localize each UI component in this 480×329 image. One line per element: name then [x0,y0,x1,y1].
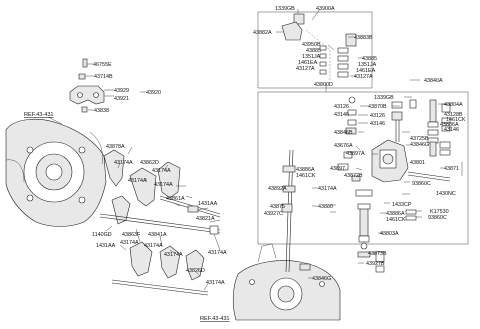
label-43886A-c[interactable]: 43886A [386,211,405,217]
label-43804A[interactable]: 43804A [444,102,463,108]
label-43846G-b[interactable]: 43846G [312,276,331,282]
label-43872B[interactable]: 43872B [344,173,363,179]
label-43676A[interactable]: 43676A [334,143,353,149]
label-K17530[interactable]: K17530 [430,209,449,215]
upper-right-group-box [257,11,373,89]
label-43174A-1[interactable]: 43174A [114,160,133,166]
misc-fasteners [299,96,451,273]
leader-lines [105,8,463,291]
select-lever-parts [281,13,357,78]
label-43897[interactable]: 43897 [330,166,345,172]
label-43871[interactable]: 43871 [444,166,459,172]
label-43883B[interactable]: 43883B [354,35,373,41]
label-1461EA-b[interactable]: 1461EA [356,68,376,74]
label-43127A-b[interactable]: 43127A [354,74,373,80]
label-43174A-5[interactable]: 43174A [120,240,139,246]
label-43174A-2[interactable]: 43174A [152,168,171,174]
label-1339GB-right[interactable]: 1339GB [374,95,394,101]
label-43174A-right[interactable]: 43174A [318,186,337,192]
shift-control-housing [371,99,451,183]
label-43875[interactable]: 43875 [270,204,285,210]
transaxle-housing [232,243,341,321]
label-43878A[interactable]: 43878A [106,144,125,150]
label-43885-a[interactable]: 43885 [306,48,321,54]
label-43146-c[interactable]: 43146 [444,127,459,133]
label-43725B[interactable]: 43725B [410,136,429,142]
label-43174A-6[interactable]: 43174A [144,243,163,249]
label-43885-b[interactable]: 43885 [362,56,377,62]
label-43174A-8[interactable]: 43174A [208,250,227,256]
label-43841A[interactable]: 43841A [148,232,167,238]
part-labels: 1339GB 43900A 43882A 43883B 43950B 43885… [24,6,466,322]
label-43146-a[interactable]: 43146 [334,112,349,118]
label-1461CK-c[interactable]: 1461CK [386,217,406,223]
label-1140GD[interactable]: 1140GD [92,232,112,238]
label-43861A[interactable]: 43861A [166,196,185,202]
label-43801[interactable]: 43801 [410,160,425,166]
label-43146-b[interactable]: 43146 [370,121,385,127]
label-43846B[interactable]: 43846B [334,130,353,136]
label-43127A-a[interactable]: 43127A [296,66,315,72]
label-43800D[interactable]: 43800D [314,82,333,88]
label-43880[interactable]: 43880 [318,204,333,210]
label-43920[interactable]: 43920 [146,90,161,96]
label-1351JA-b[interactable]: 1351JA [358,62,377,68]
label-43174A-9[interactable]: 43174A [206,280,225,286]
label-43886A-b[interactable]: 43886A [296,167,315,173]
label-43882A[interactable]: 43882A [253,30,272,36]
label-93860C-b[interactable]: 93860C [428,215,447,221]
label-43927C[interactable]: 43927C [264,211,283,217]
label-1431AA-b[interactable]: 1431AA [96,243,116,249]
label-43838[interactable]: 43838 [94,108,109,114]
label-46755E[interactable]: 46755E [93,62,112,68]
label-1433CP[interactable]: 1433CP [392,202,412,208]
label-93860C-a[interactable]: 93860C [412,181,431,187]
label-1461CK-a[interactable]: 1461CK [446,117,466,123]
label-43826D[interactable]: 43826D [186,268,205,274]
label-43126-b[interactable]: 43126 [370,113,385,119]
label-43950B[interactable]: 43950B [302,42,321,48]
ref-43-431-left[interactable]: REF.43-431 [24,112,54,118]
label-1431AA-a[interactable]: 1431AA [198,201,218,207]
label-43892A[interactable]: 43892A [268,186,287,192]
label-43921[interactable]: 43921 [114,96,129,102]
label-43128B[interactable]: 43128B [444,112,463,118]
shift-lever-bracket [69,58,105,113]
shift-forks [99,149,221,296]
ref-43-431-bottom[interactable]: REF.43-431 [200,316,230,322]
label-43821A[interactable]: 43821A [196,216,215,222]
label-43174A-4[interactable]: 43174A [154,182,173,188]
control-shaft-assembly [281,149,296,273]
label-43840A[interactable]: 43840A [424,78,443,84]
label-1461EA-a[interactable]: 1461EA [298,60,318,66]
label-43863F[interactable]: 43863F [122,232,141,238]
detent-plunger-assembly [355,189,373,258]
label-1430NC[interactable]: 1430NC [436,191,456,197]
label-43897A[interactable]: 43897A [346,151,365,157]
label-43803A[interactable]: 43803A [380,231,399,237]
label-43929[interactable]: 43929 [114,88,129,94]
label-43862D[interactable]: 43862D [140,160,159,166]
label-43870B[interactable]: 43870B [368,104,387,110]
label-43886A-a[interactable]: 43886A [440,122,459,128]
label-43714B[interactable]: 43714B [94,74,113,80]
label-43126-a[interactable]: 43126 [334,104,349,110]
label-1339GB-top[interactable]: 1339GB [275,6,295,12]
label-43900A[interactable]: 43900A [316,6,335,12]
label-43927B[interactable]: 43927B [366,261,385,267]
label-1461CK-b[interactable]: 1461CK [296,173,316,179]
clutch-housing [5,118,107,227]
label-43174A-3[interactable]: 43174A [128,178,147,184]
label-43174A-7[interactable]: 43174A [164,252,183,258]
label-1351JA-a[interactable]: 1351JA [302,54,321,60]
label-43846G-a[interactable]: 43846G [410,142,429,148]
label-43873B[interactable]: 43873B [368,251,387,257]
